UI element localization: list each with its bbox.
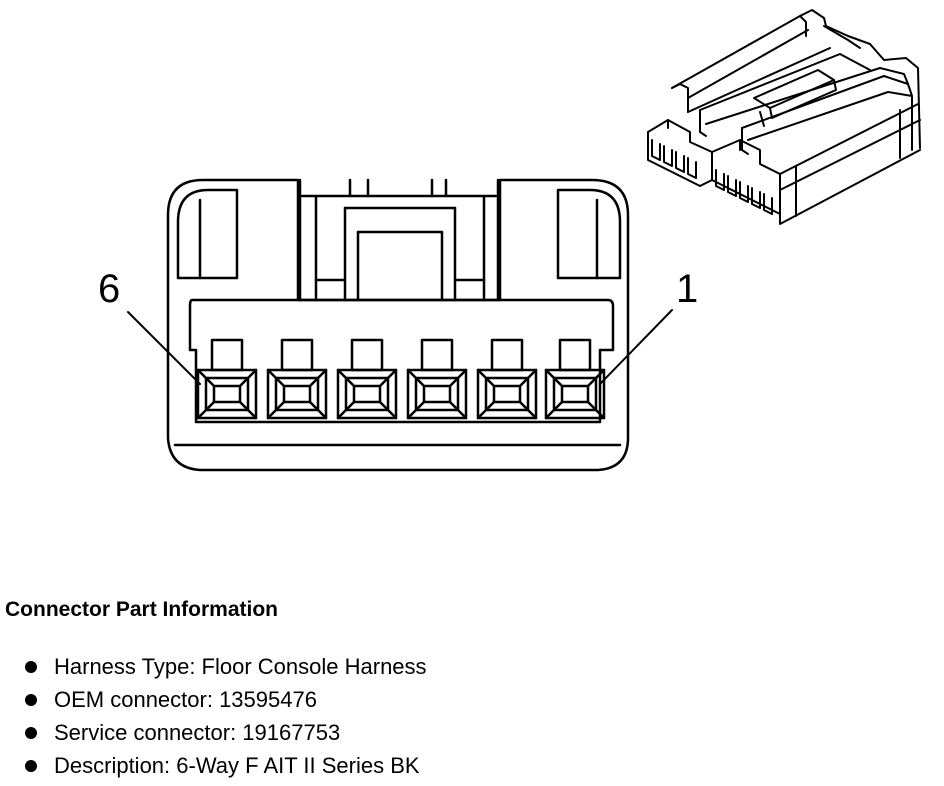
cavity-3 (406, 338, 468, 420)
pin-label-1: 1 (676, 267, 698, 311)
cavity-1 (544, 338, 606, 420)
cavity-5 (266, 338, 328, 420)
terminal-cavities (196, 338, 606, 420)
pin-callouts: 6 1 (98, 267, 698, 385)
bullet-icon (25, 661, 37, 673)
pin-label-6: 6 (98, 267, 120, 311)
bullet-icon (25, 760, 37, 772)
connector-diagram: 6 1 (98, 9, 921, 472)
harness-type-text: Harness Type: Floor Console Harness (54, 654, 427, 679)
cavity-6 (196, 338, 258, 420)
list-item: Service connector: 19167753 (22, 716, 427, 749)
list-item: OEM connector: 13595476 (22, 683, 427, 716)
list-item: Harness Type: Floor Console Harness (22, 650, 427, 683)
list-item: Description: 6-Way F AIT II Series BK (22, 749, 427, 782)
description-text: Description: 6-Way F AIT II Series BK (54, 753, 420, 778)
leader-line-1 (599, 309, 673, 385)
cavity-2 (476, 338, 538, 420)
service-connector-text: Service connector: 19167753 (54, 720, 341, 745)
leader-line-6 (127, 311, 201, 385)
cavity-4 (336, 338, 398, 420)
bullet-icon (25, 694, 37, 706)
oem-connector-text: OEM connector: 13595476 (54, 687, 317, 712)
bullet-icon (25, 727, 37, 739)
connector-face (166, 178, 630, 472)
section-title: Connector Part Information (5, 598, 279, 621)
connector-isometric-view (647, 9, 921, 225)
info-list: Harness Type: Floor Console Harness OEM … (22, 650, 427, 782)
